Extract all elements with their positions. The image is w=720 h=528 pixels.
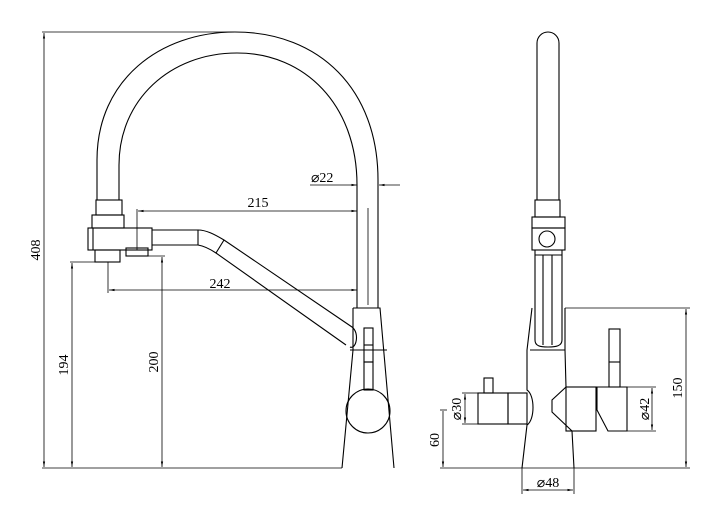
left-valve (477, 377, 528, 425)
front-view: 150 60 ⌀30 ⌀42 ⌀48 (428, 31, 690, 494)
front-dimension-lines (440, 307, 690, 494)
dim-body-height: 150 (671, 378, 686, 399)
pullout-head (87, 199, 153, 263)
dim-spout-diameter: ⌀22 (311, 171, 333, 186)
dim-base-diameter: ⌀48 (537, 476, 559, 491)
faucet-body (341, 307, 395, 469)
dim-reach-215: 215 (248, 196, 269, 211)
dim-left-valve-diameter: ⌀30 (450, 398, 465, 420)
dim-valve-height: 60 (428, 433, 443, 447)
gooseneck-spout (96, 31, 379, 308)
dim-outlet-height-194: 194 (57, 355, 72, 376)
dim-total-height: 408 (29, 240, 44, 261)
right-valve (565, 328, 628, 432)
dim-reach-242: 242 (210, 277, 231, 292)
front-spout (531, 31, 566, 348)
dimension-lines (42, 31, 400, 469)
dim-outlet-height-200: 200 (147, 352, 162, 373)
filter-spout (152, 229, 358, 348)
side-view: 408 ⌀22 215 242 194 200 (29, 31, 400, 469)
dim-right-valve-diameter: ⌀42 (638, 398, 653, 420)
